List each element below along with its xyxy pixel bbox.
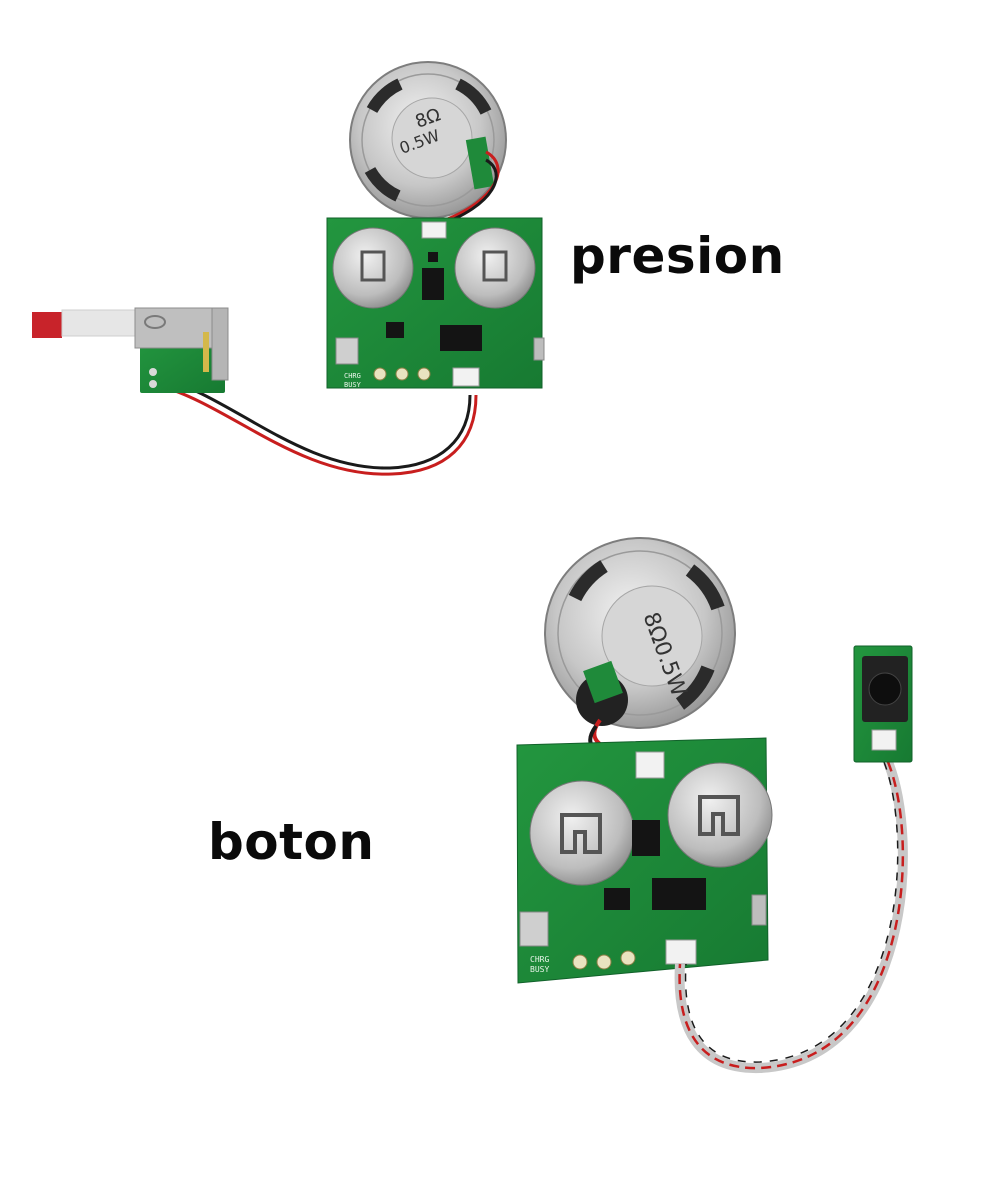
silkscreen-busy: BUSY: [344, 381, 362, 389]
bottom-speaker: 8Ω0.5W: [544, 537, 736, 759]
pressure-sensor-module: [32, 307, 478, 476]
silkscreen-chrg-bottom: CHRG: [530, 955, 549, 964]
top-sound-board: CHRG BUSY: [326, 217, 545, 389]
top-speaker: 8Ω 0.5W: [349, 61, 507, 228]
silkscreen-busy-bottom: BUSY: [530, 965, 549, 974]
bottom-sound-board: CHRG BUSY: [516, 737, 773, 984]
push-button-module: [674, 645, 913, 1074]
label-presion: presion: [570, 227, 785, 285]
silkscreen-chrg: CHRG: [344, 372, 361, 380]
label-boton: boton: [208, 813, 375, 871]
